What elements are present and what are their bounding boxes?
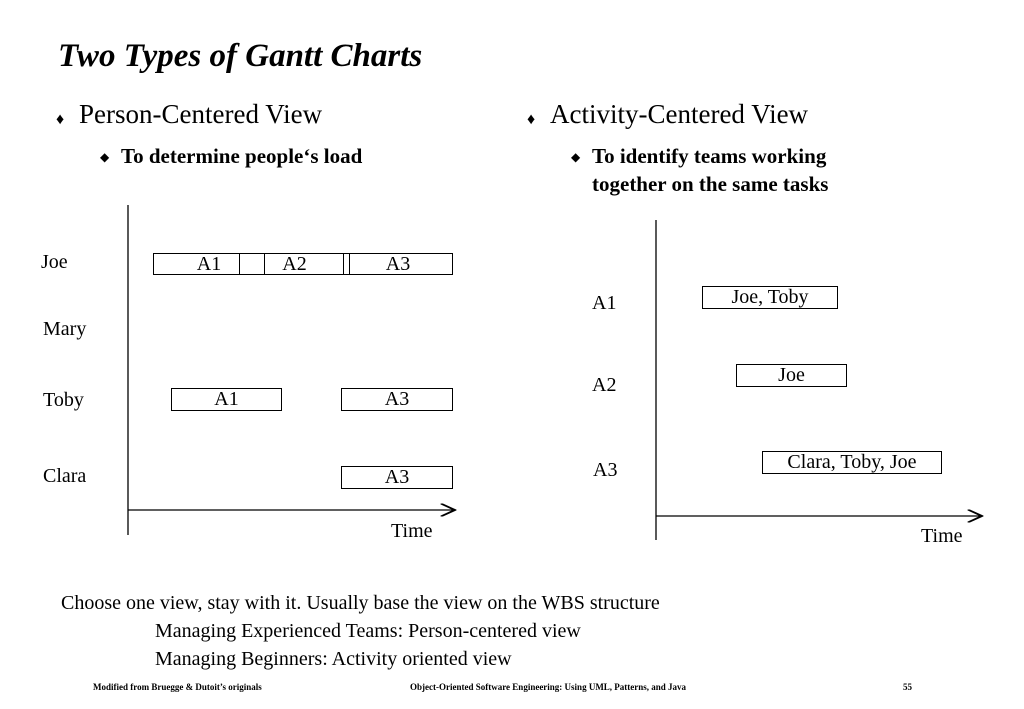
right-axis-label: Time <box>921 525 963 547</box>
right-subheading-line2: together on the same tasks <box>592 172 829 196</box>
gantt-bar-overlap <box>343 253 350 275</box>
note-line-1: Choose one view, stay with it. Usually b… <box>61 592 660 614</box>
gantt-bar-a2: Joe <box>736 364 847 387</box>
gantt-bar-clara-a3: A3 <box>341 466 453 489</box>
slide-title: Two Types of Gantt Charts <box>58 38 423 74</box>
row-label-a3: A3 <box>593 459 618 481</box>
row-label-toby: Toby <box>43 389 84 411</box>
diamond-bullet-icon: ♦ <box>527 111 536 128</box>
row-label-a2: A2 <box>592 374 617 396</box>
gantt-bar-a1: Joe, Toby <box>702 286 838 309</box>
left-axis-label: Time <box>391 520 433 542</box>
row-label-mary: Mary <box>43 318 87 340</box>
right-heading: Activity-Centered View <box>550 99 809 129</box>
row-label-joe: Joe <box>41 251 68 273</box>
left-heading: Person-Centered View <box>79 99 323 129</box>
footer-left: Modified from Bruegge & Dutoit’s origina… <box>93 682 262 692</box>
square-bullet-icon: ◆ <box>571 150 581 164</box>
note-line-2: Managing Experienced Teams: Person-cente… <box>155 620 581 642</box>
diamond-bullet-icon: ♦ <box>56 111 65 128</box>
gantt-bar-overlap <box>239 253 265 275</box>
gantt-bar-joe-a1: A1 <box>153 253 265 275</box>
left-subheading: To determine people‘s load <box>121 144 363 168</box>
gantt-bar-joe-a2: A2 <box>239 253 350 275</box>
square-bullet-icon: ◆ <box>100 150 110 164</box>
right-subheading-line1: To identify teams working <box>592 144 827 168</box>
gantt-bar-joe-a3: A3 <box>343 253 453 275</box>
footer-center: Object-Oriented Software Engineering: Us… <box>410 682 687 692</box>
gantt-bar-toby-a1: A1 <box>171 388 282 411</box>
gantt-bar-a3: Clara, Toby, Joe <box>762 451 942 474</box>
footer-page-number: 55 <box>903 682 912 692</box>
gantt-bar-toby-a3: A3 <box>341 388 453 411</box>
row-label-clara: Clara <box>43 465 87 487</box>
row-label-a1: A1 <box>592 292 617 314</box>
note-line-3: Managing Beginners: Activity oriented vi… <box>155 648 512 670</box>
